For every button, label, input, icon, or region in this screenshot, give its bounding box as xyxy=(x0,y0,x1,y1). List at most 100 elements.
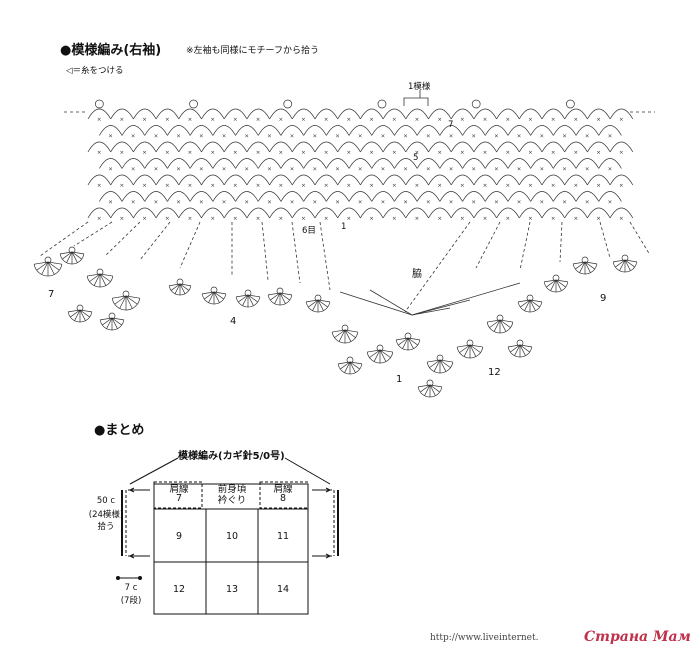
stitch-mark: × xyxy=(517,134,522,140)
stitch-mark: × xyxy=(585,167,590,173)
stitch-mark: × xyxy=(494,134,499,140)
mesh-arch xyxy=(155,108,180,120)
stitch-mark: × xyxy=(619,183,624,189)
stitch-mark: × xyxy=(290,167,295,173)
mesh-arch xyxy=(394,125,418,136)
fan-stitch xyxy=(524,299,531,311)
motif-12-label: 12 xyxy=(488,367,501,378)
stitch-mark: × xyxy=(483,117,488,123)
stitch-mark: × xyxy=(188,150,193,156)
mesh-arch xyxy=(303,158,327,169)
mesh-arch xyxy=(235,158,259,169)
mesh-arch xyxy=(201,207,225,219)
scallop-mesh: ××××××××××××××××××××××××××××××××××××××××… xyxy=(87,99,634,222)
mesh-arch xyxy=(280,191,304,202)
mesh-arch xyxy=(99,191,123,202)
stitch-mark: × xyxy=(505,150,510,156)
stitch-mark: × xyxy=(154,134,159,140)
mesh-arch xyxy=(360,207,384,219)
fan-stitch xyxy=(247,294,254,306)
mesh-arch xyxy=(587,207,611,219)
fan-stitch xyxy=(519,344,530,353)
mesh-arch xyxy=(235,125,259,136)
mesh-arch xyxy=(189,158,214,169)
fan-arc xyxy=(543,281,569,293)
mesh-arch xyxy=(110,174,134,186)
stitch-mark: × xyxy=(415,183,420,189)
fan-arc xyxy=(67,311,93,323)
fan-stitch xyxy=(317,299,328,308)
mesh-arch xyxy=(507,158,531,169)
mesh-arch xyxy=(496,141,520,153)
mesh-arch xyxy=(564,141,588,153)
fan-stitch xyxy=(469,344,477,357)
mesh-arch xyxy=(473,174,497,186)
mesh-arch xyxy=(439,191,463,202)
stitch-mark: × xyxy=(562,200,567,206)
fan-arc xyxy=(486,321,514,334)
stitch-mark: × xyxy=(596,216,601,222)
pickup-line xyxy=(319,221,331,291)
grid-cell-11: 11 xyxy=(276,531,290,542)
stitch-mark: × xyxy=(494,167,499,173)
stitch-mark: × xyxy=(210,117,215,123)
mesh-arch xyxy=(110,108,134,120)
fan-stitch xyxy=(439,359,451,368)
mesh-arch xyxy=(212,191,236,202)
stitch-mark: × xyxy=(233,216,238,222)
assembly-title: ●まとめ xyxy=(94,423,145,438)
side-label-3: 拾う xyxy=(97,522,115,532)
stitch-mark: × xyxy=(551,183,556,189)
fan-stitch xyxy=(238,294,249,303)
mesh-arch xyxy=(450,207,475,219)
stitch-mark: × xyxy=(483,216,488,222)
stitch-mark: × xyxy=(222,134,227,140)
mesh-arch xyxy=(518,108,543,120)
mesh-arch xyxy=(133,141,157,153)
stitch-mark: × xyxy=(290,200,295,206)
stitch-mark: × xyxy=(505,216,510,222)
underarm-line xyxy=(369,289,413,316)
mesh-arch xyxy=(121,191,146,202)
stitch-mark: × xyxy=(267,167,272,173)
fan-stitch xyxy=(247,294,258,303)
mesh-arch xyxy=(405,207,429,219)
stitch-mark: × xyxy=(381,167,386,173)
stitch-mark: × xyxy=(120,117,125,123)
mesh-arch xyxy=(87,174,112,186)
fan-arc xyxy=(59,253,85,265)
grid-cell-9: 9 xyxy=(175,531,183,542)
dimension-dot xyxy=(138,576,142,580)
fan-stitch xyxy=(36,261,49,271)
picot xyxy=(108,312,116,320)
fan-arc xyxy=(331,331,359,344)
mesh-arch xyxy=(155,207,180,219)
underarm-line xyxy=(411,282,521,316)
fan-stitch xyxy=(79,309,86,321)
mesh-arch xyxy=(382,141,407,153)
stitch-mark: × xyxy=(313,134,318,140)
picot xyxy=(283,99,293,109)
fan-arc xyxy=(417,386,443,398)
fan-stitch xyxy=(529,299,536,311)
bottom-label-2: (7段) xyxy=(120,596,142,606)
fan-arc xyxy=(99,319,125,331)
stitch-mark: × xyxy=(551,150,556,156)
top-cell-2-label: 前身頃 衿ぐり xyxy=(217,484,247,506)
fan-arc xyxy=(426,361,454,374)
mesh-arch xyxy=(518,174,543,186)
mesh-arch xyxy=(246,207,270,219)
picot xyxy=(404,332,412,340)
mesh-arch xyxy=(326,191,350,202)
stitch-mark: × xyxy=(142,117,147,123)
mesh-arch xyxy=(223,108,248,120)
stitch-mark: × xyxy=(540,167,545,173)
stitch-mark: × xyxy=(335,167,340,173)
mesh-arch xyxy=(269,174,293,186)
stitch-mark: × xyxy=(278,183,283,189)
mesh-arch xyxy=(507,191,531,202)
fan-stitch xyxy=(624,259,635,268)
stitch-mark: × xyxy=(267,134,272,140)
stitch-mark: × xyxy=(619,150,624,156)
